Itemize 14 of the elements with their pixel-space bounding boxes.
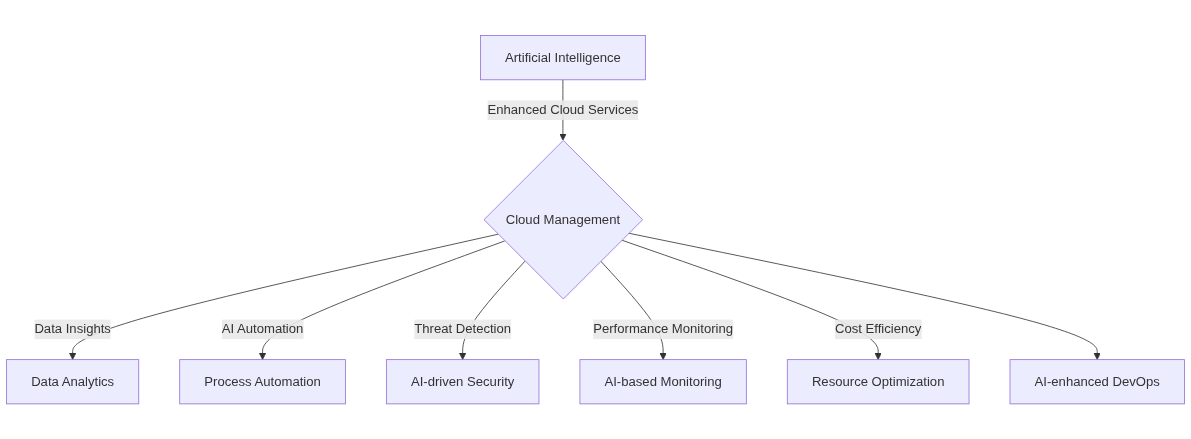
edge-label: Data Insights [34, 321, 111, 336]
node-diamond: Cloud Management [483, 139, 644, 300]
edge-label: AI Automation [221, 321, 304, 336]
edge-label: Threat Detection [414, 321, 512, 336]
node-box: AI-enhanced DevOps [1009, 359, 1185, 405]
node-box: Process Automation [179, 359, 346, 405]
edge-label: Performance Monitoring [593, 321, 734, 336]
edge-label: Cost Efficiency [834, 321, 922, 336]
edge-label: Enhanced Cloud Services [487, 102, 639, 117]
node-box: Artificial Intelligence [480, 34, 646, 80]
node-box: Resource Optimization [786, 359, 970, 405]
node-box: AI-driven Security [385, 359, 540, 405]
node-box: Data Analytics [6, 359, 140, 405]
node-box: AI-based Monitoring [579, 359, 747, 405]
